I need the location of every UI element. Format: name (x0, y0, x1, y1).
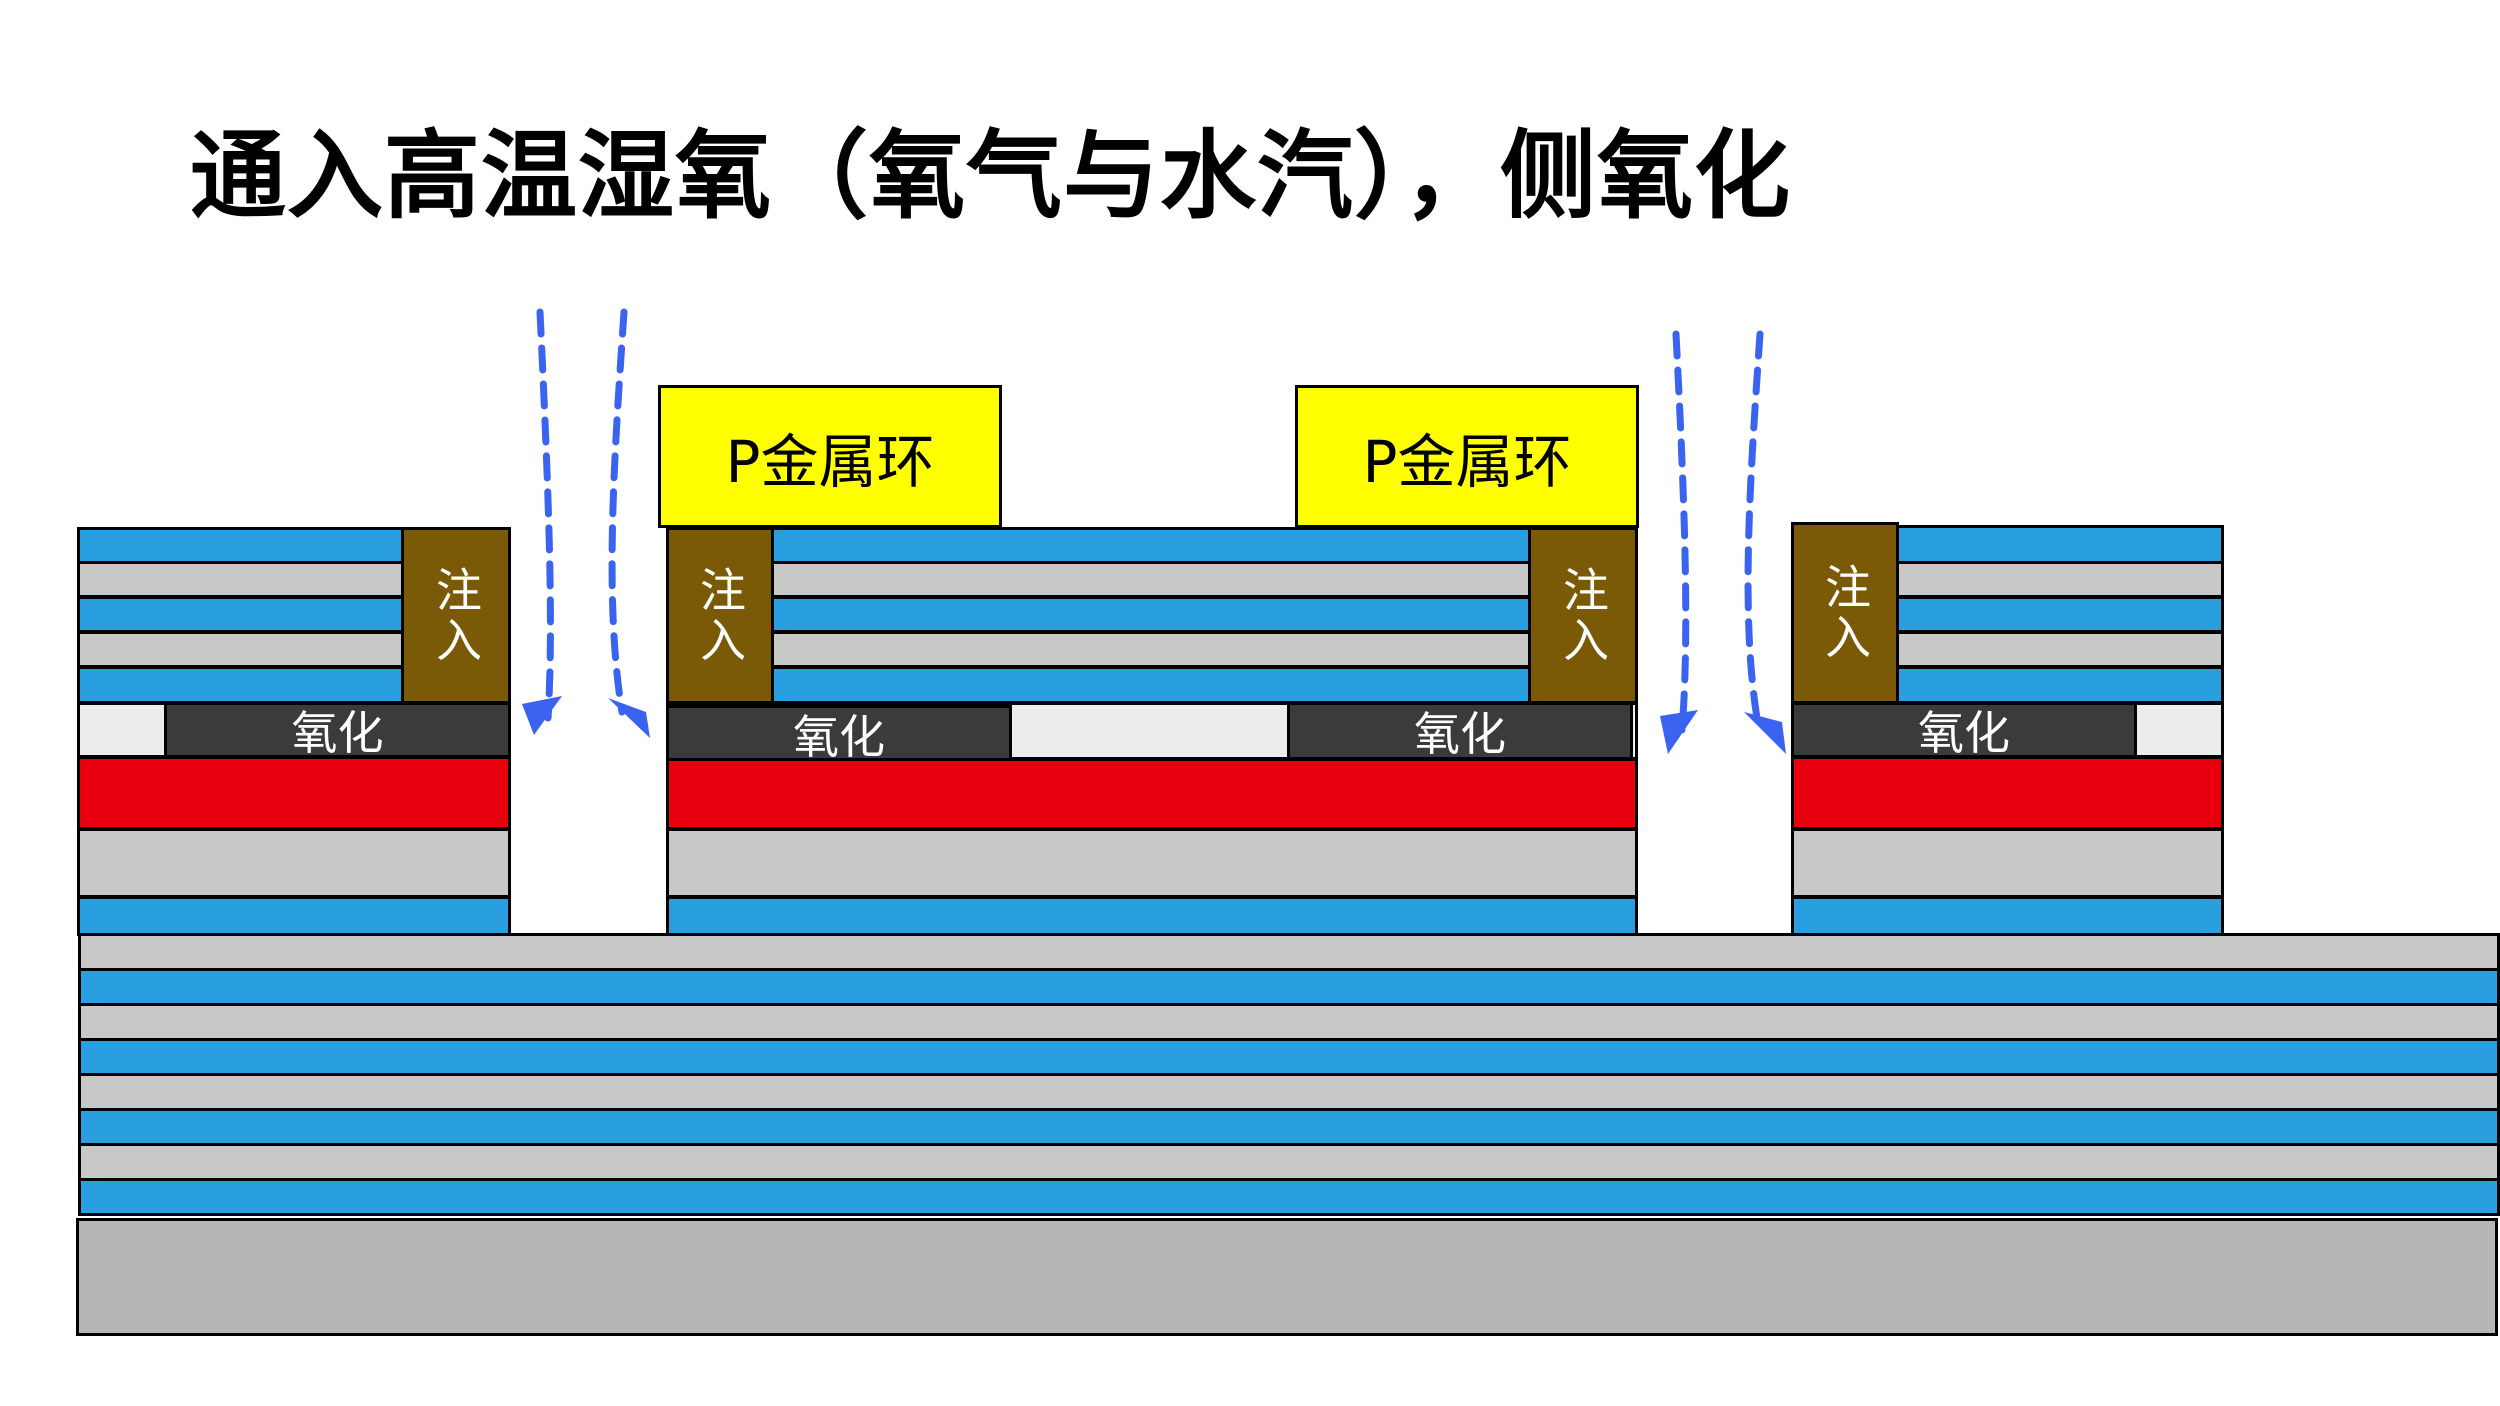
mesa3-oxide-layer: 氧化 (1791, 702, 2137, 760)
gas-flow-arrow-1 (536, 308, 554, 722)
gas-flow-arrowhead-2 (608, 698, 650, 738)
mesa2-oxide-layer-left: 氧化 (666, 705, 1012, 764)
mesa2-lower-gray (666, 828, 1638, 898)
page-title: 通入高温湿氧（氧气与水汽），侧氧化 (190, 120, 1791, 232)
gas-flow-arrowhead-1 (522, 696, 562, 735)
gas-flow-arrowhead-4 (1744, 712, 1786, 754)
substrate (76, 1218, 2498, 1336)
bottom-dbr-gray-2 (78, 1003, 2500, 1041)
mesa2-implant-region-left: 注入 (666, 527, 774, 704)
mesa2-top-dbr-blue-3 (666, 666, 1638, 704)
gas-flow-arrow-4 (1744, 330, 1764, 728)
mesa3-implant-region: 注入 (1791, 522, 1899, 704)
mesa2-lower-blue (666, 896, 1638, 936)
mesa2-implant-region-right: 注入 (1528, 527, 1638, 704)
mesa2-top-dbr-blue-1 (666, 527, 1638, 564)
metal-ring-left: P金属环 (658, 385, 1002, 528)
gas-flow-arrowhead-3 (1660, 710, 1698, 754)
metal-ring-right: P金属环 (1295, 385, 1639, 528)
mesa1-implant-region: 注入 (401, 527, 511, 704)
bottom-dbr-blue-4 (78, 1178, 2500, 1216)
gas-flow-arrow-2 (608, 308, 628, 716)
mesa3-lower-blue (1791, 896, 2224, 936)
mesa3-lower-gray (1791, 828, 2224, 898)
gas-flow-arrow-3 (1672, 330, 1690, 734)
mesa1-oxide-layer: 氧化 (164, 702, 511, 760)
mesa1-lower-blue (77, 896, 511, 936)
